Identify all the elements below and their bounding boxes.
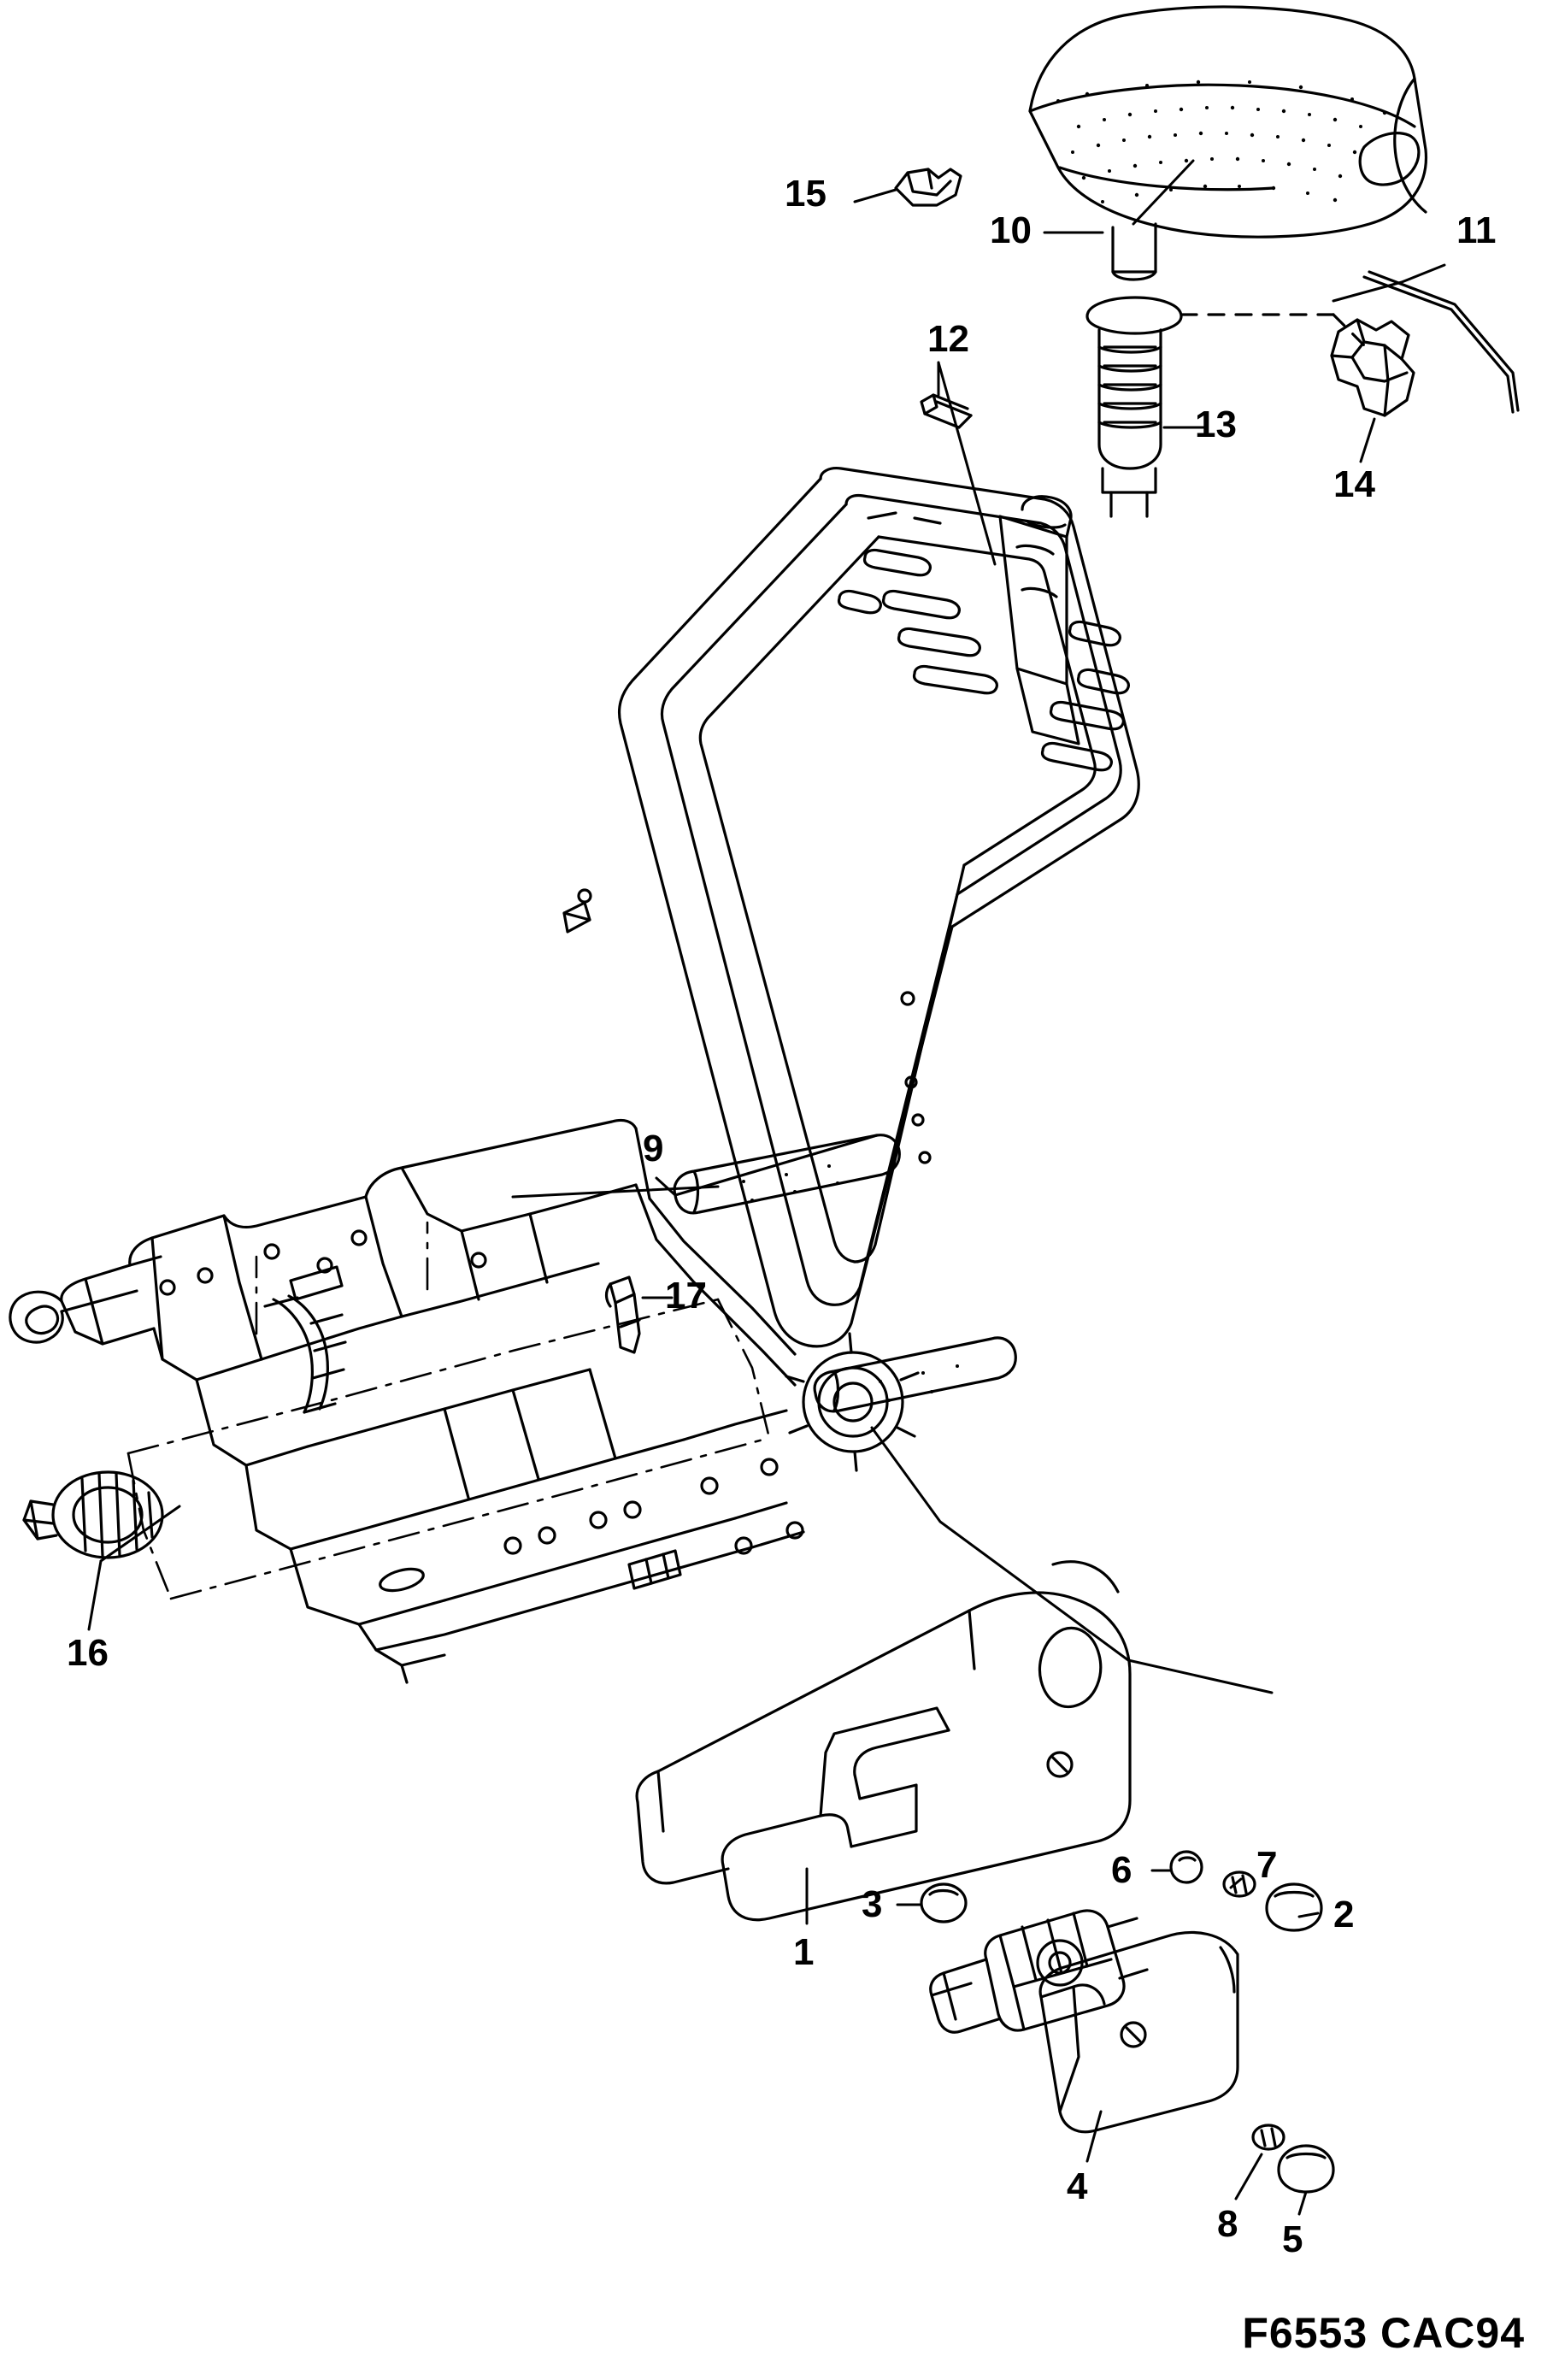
backrest-frame [562,467,1140,1348]
callout-2: 2 [1333,1894,1355,1935]
callout-8: 8 [1217,2203,1238,2245]
callout-4: 4 [1067,2165,1088,2207]
backrest-perforations [837,548,1130,772]
headrest [1028,5,1428,281]
callout-15: 15 [785,173,827,215]
callout-1: 1 [793,1931,815,1973]
release-rod [1362,270,1520,414]
release-lever-bracket [1330,318,1415,417]
callout-5: 5 [1282,2218,1303,2260]
callout-13: 13 [1195,404,1237,445]
callout-17: 17 [665,1275,707,1317]
callout-16: 16 [67,1632,109,1674]
figure-code: F6553 CAC94 [1242,2309,1525,2357]
headrest-guide-sleeve [1085,296,1183,518]
callout-10: 10 [990,209,1032,251]
callout-14: 14 [1333,463,1375,505]
callout-7: 7 [1256,1844,1278,1886]
backrest-panel-screw [920,393,973,429]
callout-12: 12 [927,318,969,360]
callout-6: 6 [1111,1849,1132,1891]
hose-clamp [22,1470,164,1559]
headrest-clip [894,168,962,207]
callout-3: 3 [862,1883,883,1925]
seat-frame [9,1118,1017,1684]
fasteners [920,1850,1335,2194]
callout-9: 9 [643,1128,664,1169]
callout-11: 11 [1456,209,1497,251]
recliner-mechanism [929,1909,1149,2034]
dashed-assembly-line [1180,313,1368,349]
pivot-pin [604,1275,641,1354]
outer-trim-cover [635,1560,1132,1922]
leader-lines [87,159,1446,2216]
